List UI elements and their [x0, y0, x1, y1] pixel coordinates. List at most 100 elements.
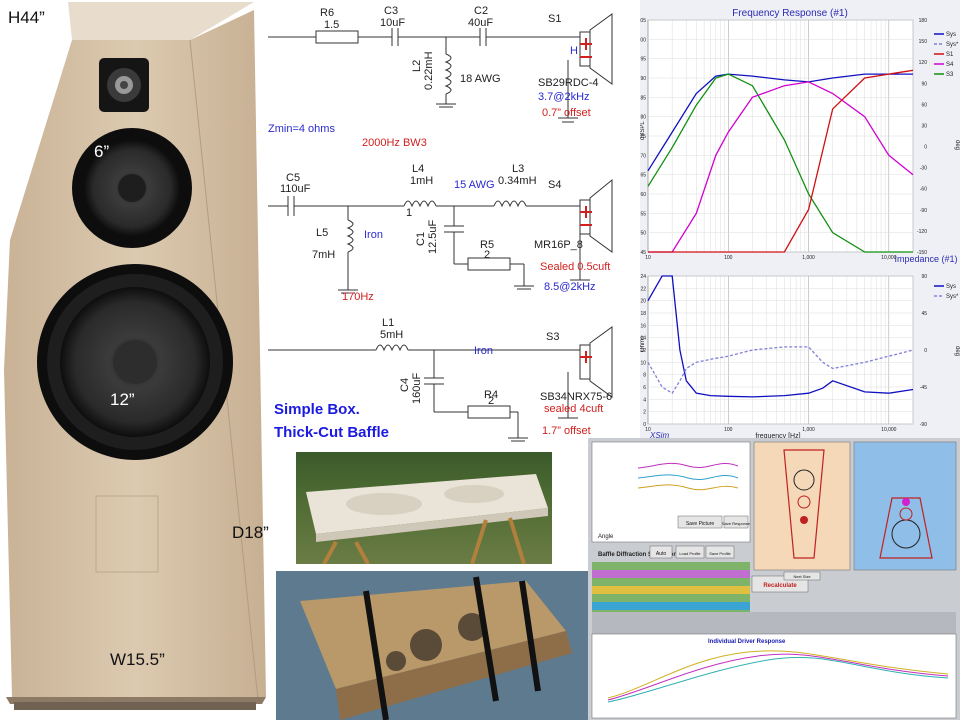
sim-angle-graph[interactable] — [591, 441, 751, 543]
sim-load-profile-button[interactable] — [675, 545, 705, 559]
resistor-r6 — [315, 30, 359, 44]
bp-filter-label: 170Hz — [342, 291, 374, 303]
freq-ytick: 50 — [640, 231, 646, 237]
sim-side-view[interactable] — [753, 441, 851, 571]
imp-rtick: 45 — [921, 311, 927, 317]
s3-name: S3 — [546, 331, 559, 343]
freq-series-s1 — [648, 69, 914, 253]
hp-filter-label: 2000Hz BW3 — [362, 137, 427, 149]
l1-name: L1 — [382, 317, 394, 329]
sim-front-view[interactable] — [853, 441, 957, 571]
sim-save-response-label: Save Response — [722, 521, 751, 526]
c1-value: 12.5uF — [427, 219, 439, 254]
sim-recalculate-label: Recalculate — [763, 583, 797, 589]
l3-value: 0.34mH — [498, 175, 537, 187]
midrange-driver — [72, 128, 192, 248]
s1-offset: 0.7” offset — [542, 107, 591, 119]
imp-ytick: 18 — [640, 311, 646, 317]
sim-load-profile-label: Load Profile — [679, 551, 701, 556]
freq-series-s3 — [647, 73, 913, 253]
baffle-photo — [296, 452, 552, 565]
freq-rtick: -150 — [917, 250, 927, 256]
imp-xlabel: frequency [Hz] — [755, 433, 800, 440]
depth-dimension: D18” — [232, 523, 269, 542]
freq-legend-label: S1 — [946, 52, 954, 58]
freq-xtick: 10 — [645, 255, 651, 261]
freq-xtick: 1,000 — [802, 255, 815, 261]
sim-save-picture-button[interactable] — [677, 515, 723, 529]
imp-series-sys — [647, 275, 914, 398]
sim-driver-response-graph[interactable] — [591, 633, 957, 719]
sim-auto-label: Auto — [656, 551, 667, 557]
cabinet-top — [68, 2, 254, 40]
sim-next-size-label: Next Size — [793, 574, 811, 579]
design-caption: Simple Box. Thick-Cut Baffle — [274, 398, 389, 444]
sim-auto-button[interactable] — [649, 545, 673, 559]
freq-rtick: 90 — [921, 81, 927, 87]
speaker-render — [0, 0, 270, 720]
imp-title: Impedance (#1) — [894, 254, 957, 264]
imp-series-sys-star — [647, 346, 914, 395]
sim-graph-label: Angle — [598, 534, 614, 540]
imp-ytick: 12 — [640, 348, 646, 354]
freq-rtick: -30 — [920, 166, 927, 172]
imp-ytick: 4 — [643, 397, 646, 403]
xsim-charts: Frequency Response (#1) Impedance (#1) 1… — [640, 0, 960, 440]
imp-ytick: 22 — [640, 286, 646, 292]
freq-ytick: 55 — [640, 211, 646, 217]
imp-rtick: -90 — [920, 422, 927, 428]
sim-save-profile-label: Save Profile — [709, 551, 731, 556]
sim-next-size-button[interactable] — [783, 571, 821, 581]
freq-series-s4 — [648, 81, 914, 253]
s1-model: SB29RDC-4 — [538, 77, 599, 89]
height-dimension: H44” — [8, 8, 45, 27]
l5-value: 7mH — [312, 249, 335, 261]
imp-rtick: 90 — [921, 274, 927, 280]
midrange-size-label: 6” — [94, 142, 110, 161]
freq-right-label: deg — [954, 140, 960, 150]
freq-rtick: 120 — [919, 60, 928, 66]
freq-xtick: 10,000 — [881, 255, 897, 261]
r4-name: R4 — [484, 389, 498, 401]
freq-ytick: 95 — [640, 57, 646, 63]
sim-number-panel — [592, 612, 956, 634]
l5-core: Iron — [364, 229, 383, 241]
freq-ytick: 105 — [640, 18, 646, 24]
freq-ytick: 100 — [640, 37, 646, 43]
imp-ytick: 6 — [643, 385, 646, 391]
freq-ytick: 65 — [640, 173, 646, 179]
sim-save-profile-button[interactable] — [705, 545, 735, 559]
imp-ytick: 24 — [640, 274, 646, 280]
imp-ytick: 10 — [640, 360, 646, 366]
freq-rtick: -120 — [917, 229, 927, 235]
r5-value: 2 — [484, 249, 490, 261]
s4-level: 8.5@2kHz — [544, 281, 596, 293]
imp-legend-label: Sys — [946, 284, 956, 290]
imp-ytick: 0 — [643, 422, 646, 428]
freq-legend-label: Sys — [946, 32, 956, 38]
resistor-r4 — [467, 405, 511, 419]
c2-name: C2 — [474, 5, 488, 17]
s1-name: S1 — [548, 13, 561, 25]
freq-rtick: -90 — [920, 208, 927, 214]
s3-box: sealed 4cuft — [544, 403, 603, 415]
c5-value: 110uF — [280, 183, 311, 195]
l5-name: L5 — [316, 227, 328, 239]
l4-value: 1mH — [410, 175, 433, 187]
freq-ylabel: dBSPL — [640, 121, 646, 140]
l3-name: L3 — [512, 163, 524, 175]
sim-control-grid — [592, 562, 750, 612]
s3-model: SB34NRX75-6 — [540, 391, 612, 403]
imp-ytick: 20 — [640, 299, 646, 305]
freq-rtick: -60 — [920, 187, 927, 193]
l4-num: 1 — [406, 207, 412, 219]
sim-save-response-button[interactable] — [723, 515, 749, 529]
c2-value: 40uF — [468, 17, 493, 29]
l2-wire: 18 AWG — [460, 73, 501, 85]
h-marker: H — [570, 45, 578, 57]
sim-title: Baffle Diffraction Simulator — [598, 552, 676, 558]
imp-ytick: 16 — [640, 323, 646, 329]
freq-ytick: 85 — [640, 95, 646, 101]
freq-rtick: 30 — [921, 123, 927, 129]
c4-value: 160uF — [411, 373, 423, 404]
